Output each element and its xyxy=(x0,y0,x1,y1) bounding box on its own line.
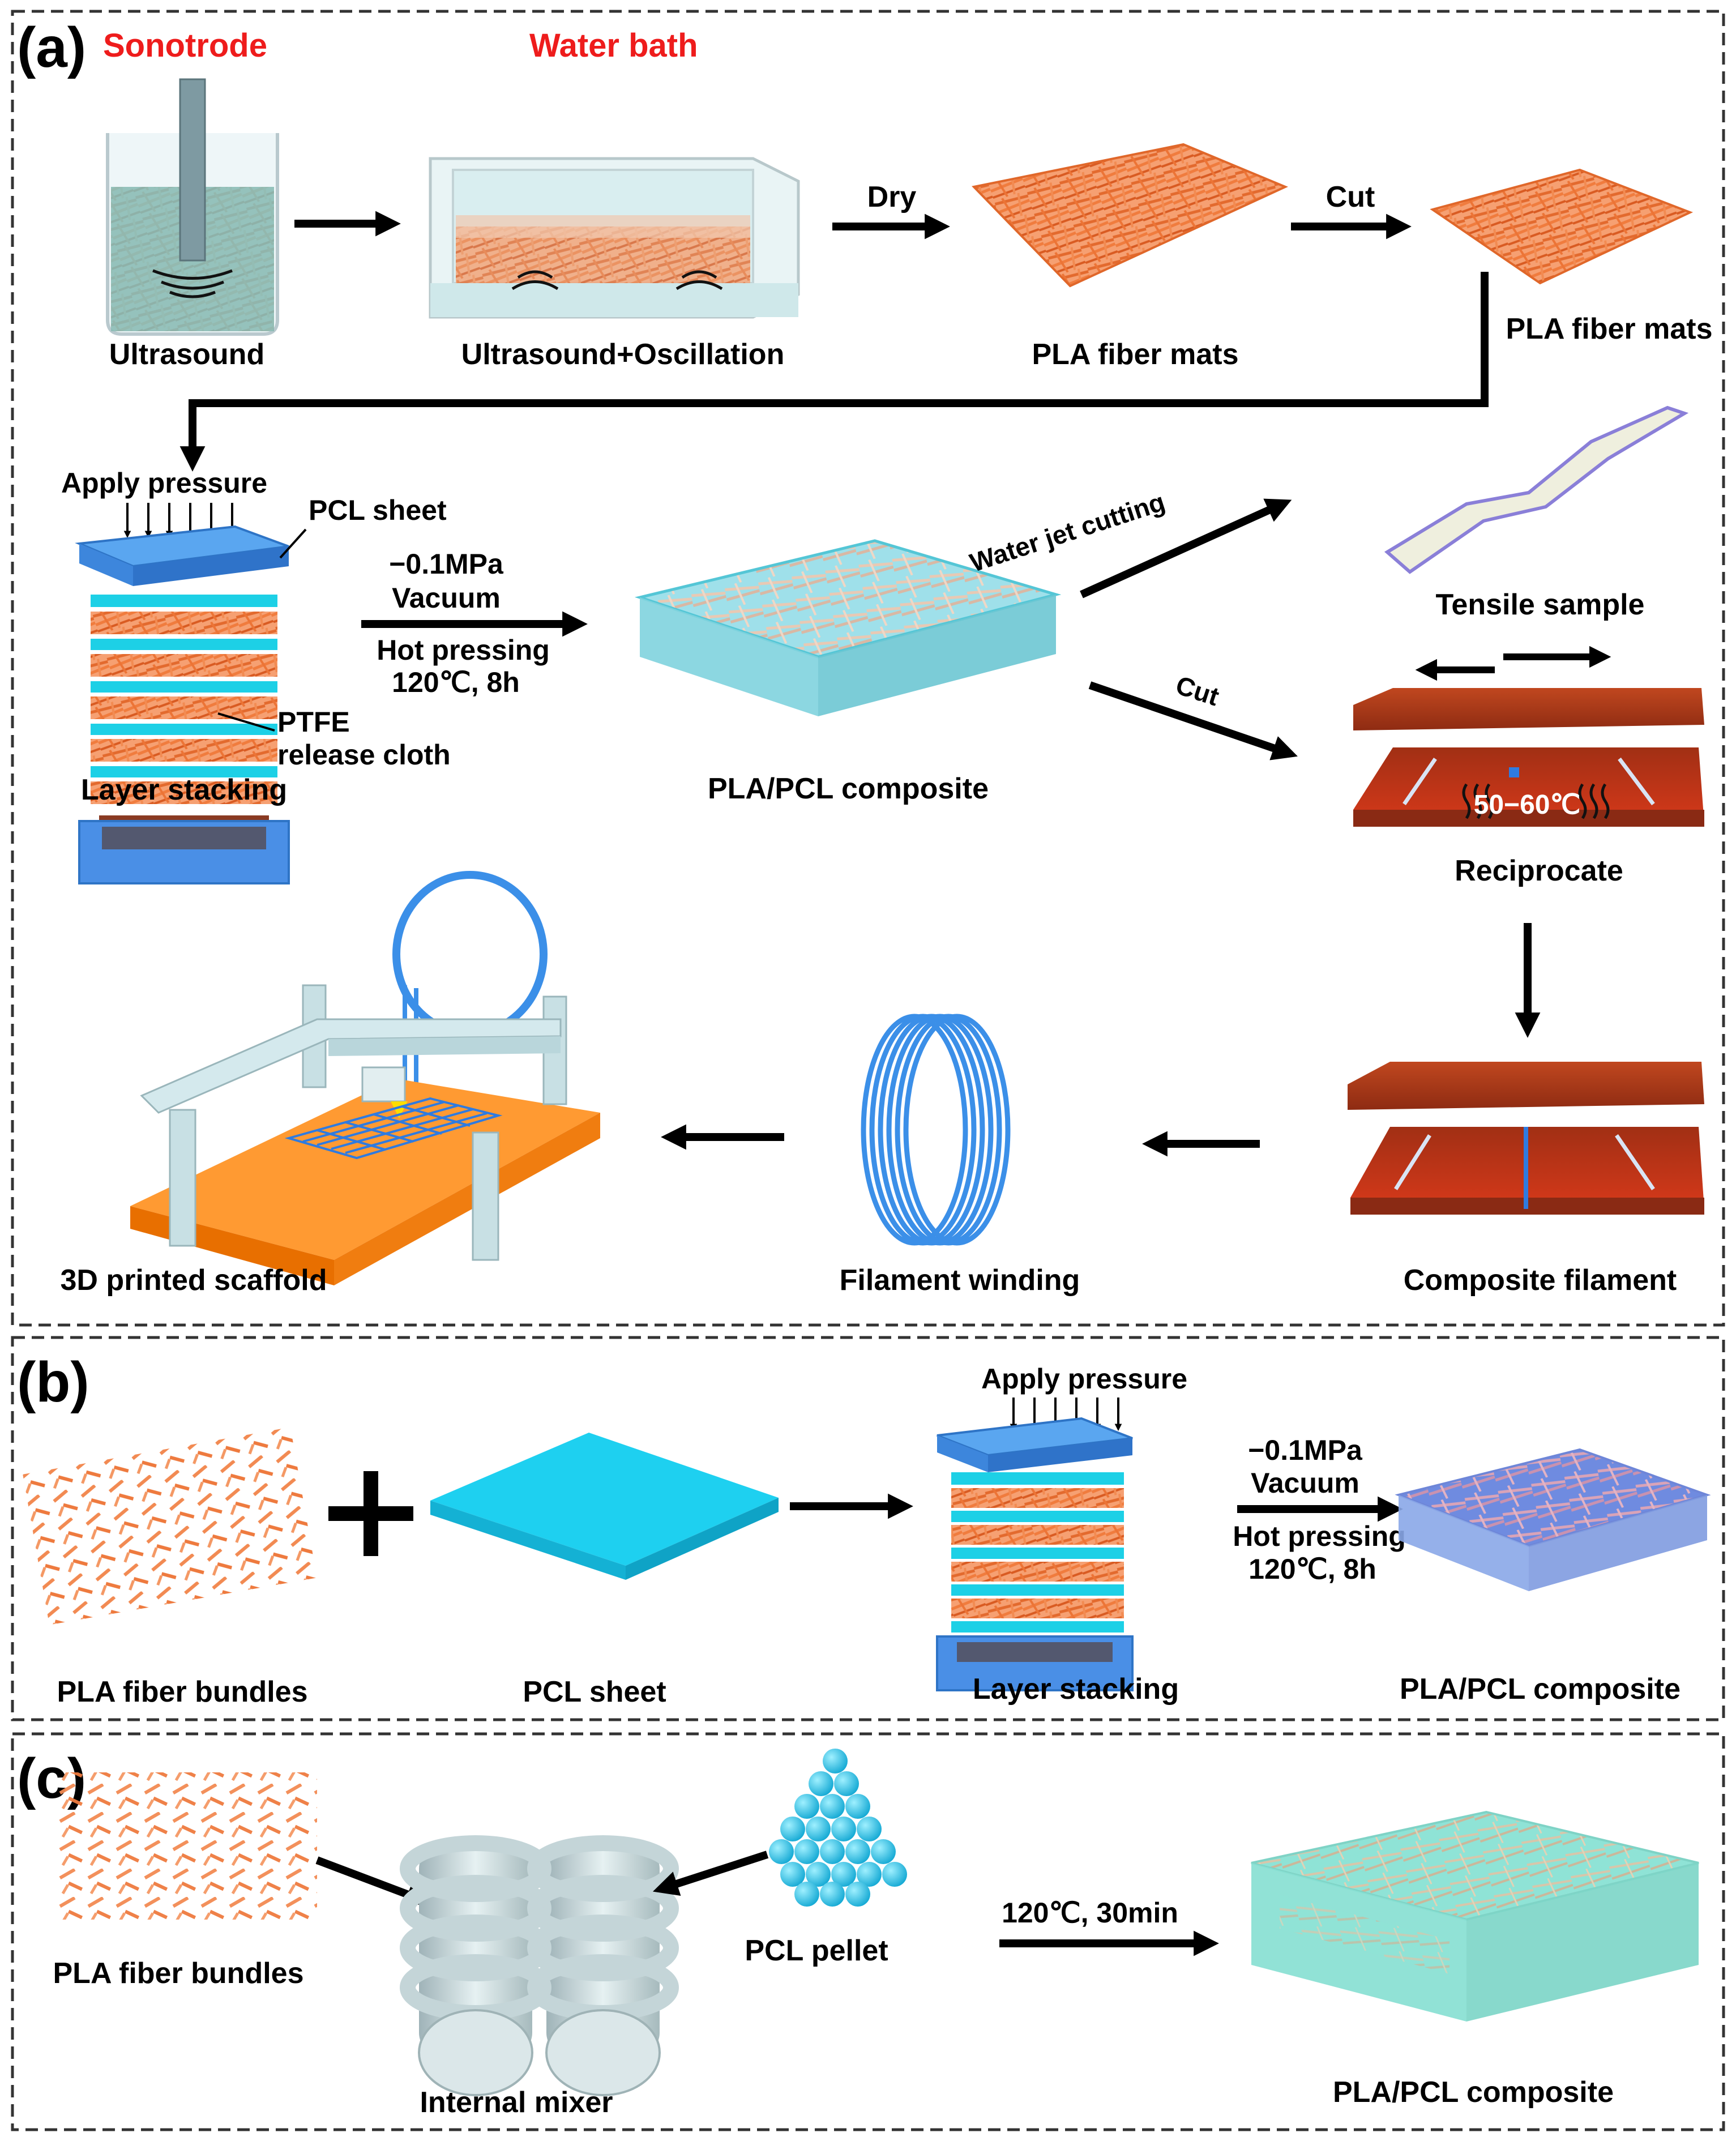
pla-pcl-composite-block-b xyxy=(1395,1448,1711,1591)
cut-label-2: Cut xyxy=(1172,670,1222,711)
cut-label-1: Cut xyxy=(1326,181,1375,213)
filament-winding-caption: Filament winding xyxy=(840,1264,1080,1297)
condition-c: 120℃, 30min xyxy=(1002,1897,1178,1929)
pla-pcl-composite-caption-c: PLA/PCL composite xyxy=(1333,2076,1614,2109)
ptfe-pointer xyxy=(217,712,275,732)
ptfe-label-line2: release cloth xyxy=(277,739,451,771)
sonotrode-rod xyxy=(179,78,206,262)
reciprocate-caption: Reciprocate xyxy=(1455,854,1623,887)
printed-scaffold-caption: 3D printed scaffold xyxy=(61,1264,327,1297)
panel-b-border xyxy=(11,1336,1725,1721)
panel-b-letter: (b) xyxy=(17,1351,89,1414)
arrow-fibers-to-mixer xyxy=(315,1856,431,1907)
layer-stacking-caption-b: Layer stacking xyxy=(973,1673,1179,1706)
panel-a-border xyxy=(11,10,1725,1327)
pla-pcl-composite-block-a xyxy=(634,539,1062,716)
pla-fiber-mats-caption-1: PLA fiber mats xyxy=(1032,338,1238,371)
condition-vacuum-a: Vacuum xyxy=(392,582,501,614)
pla-fiber-mat-1 xyxy=(972,143,1288,288)
layer-stack-a xyxy=(75,525,290,884)
water-bath-label: Water bath xyxy=(529,27,698,64)
pcl-sheet-pointer xyxy=(279,528,307,559)
arrow-composite-to-tensile xyxy=(1080,498,1292,599)
pla-pcl-composite-block-c xyxy=(1251,1810,1699,2022)
ultrasound-beaker xyxy=(106,78,279,336)
pcl-sheet-caption-b: PCL sheet xyxy=(523,1676,666,1708)
arrow-composite-to-reciprocate xyxy=(1088,681,1298,760)
pcl-sheet-b xyxy=(430,1433,779,1580)
pla-fiber-mat-2 xyxy=(1430,168,1694,285)
condition-vacuum-b: Vacuum xyxy=(1251,1467,1359,1499)
pla-fiber-mats-caption-2: PLA fiber mats xyxy=(1506,313,1712,345)
plus-sign xyxy=(328,1471,413,1556)
condition-temp-time-b: 120℃, 8h xyxy=(1248,1553,1376,1585)
arrow-mat-to-stacking xyxy=(179,272,1489,472)
water-bath-tank xyxy=(429,157,800,319)
pla-fiber-bundles-caption-b: PLA fiber bundles xyxy=(57,1676,308,1708)
pla-fiber-bundles-caption-c: PLA fiber bundles xyxy=(53,1957,304,1990)
condition-pressure-b: −0.1MPa xyxy=(1248,1434,1363,1466)
filament-winding-coil xyxy=(861,1014,1011,1246)
water-jet-label: Water jet cutting xyxy=(966,487,1168,578)
panel-a-letter: (a) xyxy=(17,16,86,79)
layer-stack-b xyxy=(936,1417,1134,1691)
pcl-pellet-caption: PCL pellet xyxy=(745,1934,888,1967)
arrow-pellet-to-mixer xyxy=(652,1851,769,1896)
internal-mixer-caption: Internal mixer xyxy=(420,2086,613,2119)
pla-pcl-composite-caption-b: PLA/PCL composite xyxy=(1400,1673,1681,1706)
apply-pressure-label-a: Apply pressure xyxy=(61,467,267,499)
pcl-pellet-pile xyxy=(769,1749,907,1907)
pla-fiber-bundles-c xyxy=(57,1772,317,1920)
pla-fiber-bundles-b xyxy=(23,1427,317,1625)
composite-filament-heater xyxy=(1348,1062,1704,1215)
3d-printer xyxy=(130,871,600,1285)
apply-pressure-label-b: Apply pressure xyxy=(981,1363,1187,1395)
composite-filament-caption: Composite filament xyxy=(1404,1264,1677,1297)
tensile-sample-caption: Tensile sample xyxy=(1436,588,1645,621)
sonotrode-label: Sonotrode xyxy=(103,27,267,64)
ptfe-label-line1: PTFE xyxy=(277,706,350,738)
internal-mixer xyxy=(400,1835,679,2096)
layer-stacking-caption-a: Layer stacking xyxy=(81,774,287,806)
condition-temp-time-a: 120℃, 8h xyxy=(392,666,520,698)
pcl-sheet-label-a: PCL sheet xyxy=(309,494,447,526)
reciprocating-heater xyxy=(1353,688,1704,827)
condition-pressure-a: −0.1MPa xyxy=(389,548,504,580)
condition-hot-pressing-a: Hot pressing xyxy=(377,634,550,666)
heater-temperature: 50−60℃ xyxy=(1474,790,1581,820)
panel-c-border xyxy=(11,1732,1725,2131)
condition-hot-pressing-b: Hot pressing xyxy=(1233,1520,1406,1552)
dry-label: Dry xyxy=(867,181,917,213)
tensile-sample xyxy=(1384,405,1689,574)
ultrasound-caption: Ultrasound xyxy=(109,338,264,371)
ultrasound-oscillation-caption: Ultrasound+Oscillation xyxy=(461,338,785,371)
pla-pcl-composite-caption-a: PLA/PCL composite xyxy=(708,772,989,805)
